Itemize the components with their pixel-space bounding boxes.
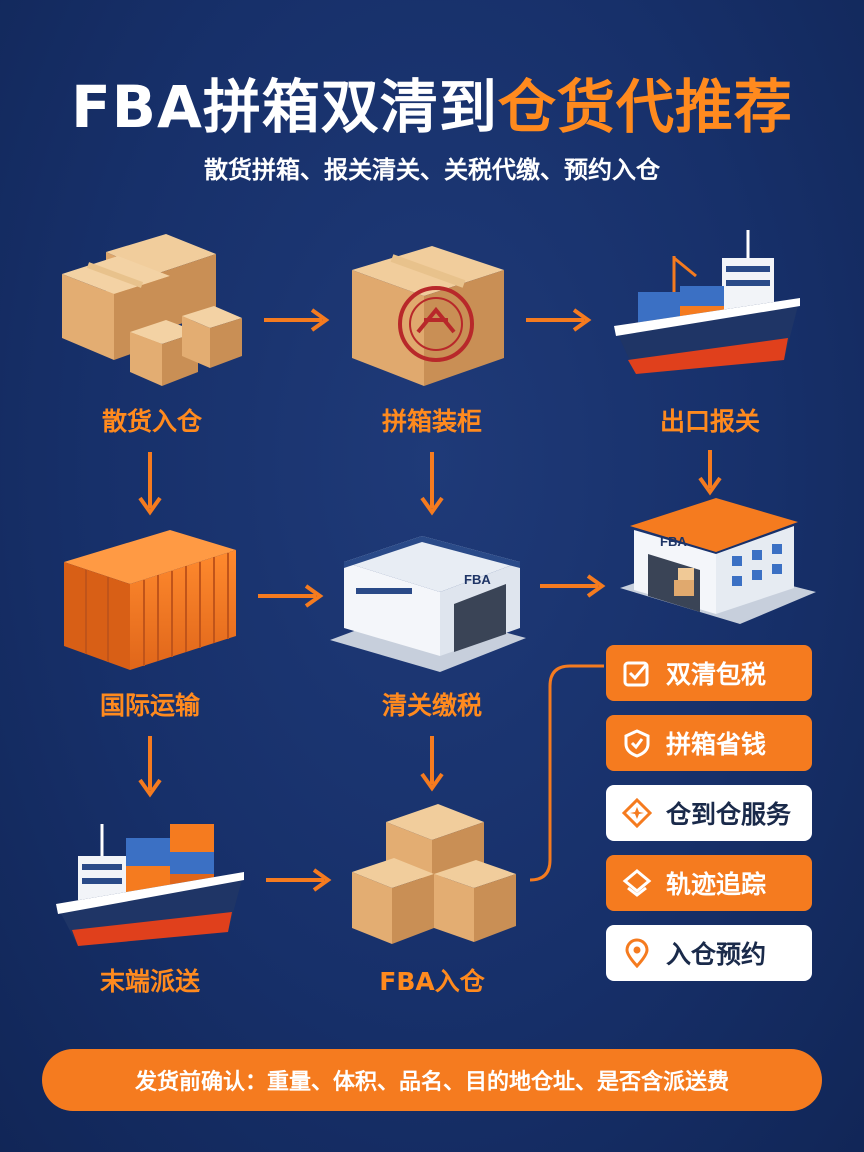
step-label-consolidate: 拼箱装柜 bbox=[381, 407, 482, 436]
shipping-checklist-text: 发货前确认：重量、体积、品名、目的地仓址、是否含派送费 bbox=[134, 1070, 729, 1095]
bracket-connector bbox=[529, 664, 604, 882]
arrow-right-icon bbox=[266, 868, 332, 892]
double-chevron-icon bbox=[622, 869, 652, 897]
page-subtitle: 散货拼箱、报关清关、关税代缴、预约入仓 bbox=[204, 156, 660, 184]
feature-door-to-door: 仓到仓服务 bbox=[606, 785, 812, 841]
fba-sign-text: FBA bbox=[660, 534, 687, 549]
arrow-down-icon bbox=[138, 452, 162, 516]
shipping-container-icon bbox=[60, 528, 240, 672]
feature-label: 仓到仓服务 bbox=[666, 800, 792, 829]
title-white-part: FBA拼箱双清到 bbox=[71, 73, 498, 141]
feature-label: 轨迹追踪 bbox=[666, 870, 767, 899]
feature-label: 入仓预约 bbox=[666, 940, 767, 969]
warehouse-sign-text: FBA bbox=[464, 572, 491, 587]
step-label-bulk-in: 散货入仓 bbox=[101, 407, 202, 436]
feature-label: 拼箱省钱 bbox=[666, 730, 767, 759]
arrow-right-icon bbox=[258, 584, 324, 608]
feature-tracking: 轨迹追踪 bbox=[606, 855, 812, 911]
check-box-icon bbox=[623, 661, 649, 687]
warehouse-icon: FBA bbox=[330, 522, 526, 672]
arrow-down-icon bbox=[420, 452, 444, 516]
arrow-right-icon bbox=[526, 308, 592, 332]
arrow-down-icon bbox=[420, 736, 444, 792]
step-label-last-mile: 末端派送 bbox=[99, 967, 200, 996]
stamped-box-icon bbox=[344, 240, 510, 390]
cargo-ship-icon bbox=[608, 228, 804, 386]
diamond-star-icon bbox=[622, 798, 652, 828]
feature-appointment: 入仓预约 bbox=[606, 925, 812, 981]
step-label-fba-in: FBA入仓 bbox=[379, 967, 485, 996]
arrow-down-icon bbox=[698, 450, 722, 496]
cargo-ship-icon bbox=[52, 820, 248, 950]
shield-check-icon bbox=[624, 729, 650, 758]
step-label-export: 出口报关 bbox=[659, 407, 760, 436]
feature-tax-inclusive: 双清包税 bbox=[606, 645, 812, 701]
arrow-right-icon bbox=[264, 308, 330, 332]
feature-label: 双清包税 bbox=[666, 660, 767, 689]
step-label-customs-tax: 清关缴税 bbox=[381, 691, 482, 720]
feature-save-money: 拼箱省钱 bbox=[606, 715, 812, 771]
page-title: FBA拼箱双清到仓货代推荐 bbox=[0, 60, 864, 144]
arrow-right-icon bbox=[540, 574, 606, 598]
arrow-down-icon bbox=[138, 736, 162, 798]
shipping-checklist-bar: 发货前确认：重量、体积、品名、目的地仓址、是否含派送费 bbox=[42, 1049, 822, 1111]
boxes-pile-icon bbox=[58, 232, 248, 392]
boxes-stack-icon bbox=[350, 802, 520, 952]
title-orange-part: 仓货代推荐 bbox=[497, 73, 793, 141]
step-label-intl-transport: 国际运输 bbox=[99, 691, 200, 720]
location-pin-icon bbox=[625, 938, 649, 968]
fba-warehouse-icon: FBA bbox=[620, 496, 816, 624]
